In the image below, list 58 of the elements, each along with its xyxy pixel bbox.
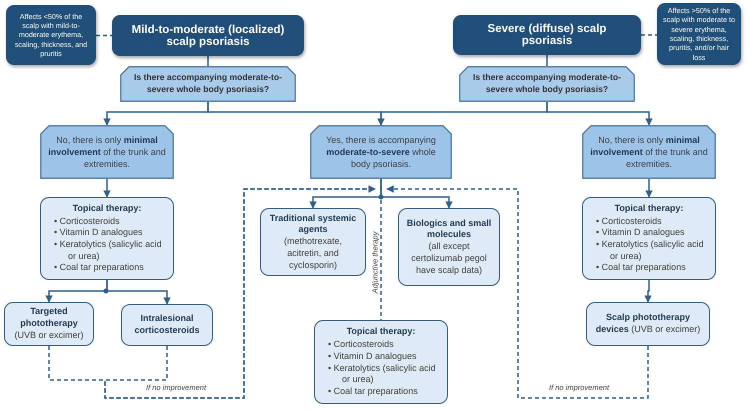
connector xyxy=(106,280,171,305)
connector xyxy=(103,179,111,198)
dashed-connector xyxy=(96,34,112,36)
list-item: • Corticosteroids xyxy=(596,216,663,228)
list-item: • Coal tar preparations xyxy=(328,386,419,398)
box-text: (methotrexate, acitretin, and cyclosporin) xyxy=(282,236,344,272)
title-box xyxy=(112,15,304,56)
box-heading: Traditional systemic agents xyxy=(268,212,358,236)
question-box xyxy=(120,66,296,102)
answer-box xyxy=(582,125,716,179)
dashed-connector xyxy=(386,185,649,399)
therapy-box xyxy=(121,304,213,346)
connector xyxy=(645,179,653,198)
box-text: No, there is only minimal involvement of the trunk and extremities. xyxy=(48,134,166,170)
connector xyxy=(644,280,652,303)
connector xyxy=(546,102,653,126)
box-heading: Targeted phototherapy xyxy=(19,306,79,330)
therapy-box xyxy=(4,302,94,346)
box-heading: Topical therapy: xyxy=(72,202,142,215)
therapy-box xyxy=(314,320,448,404)
therapy-box xyxy=(398,208,500,286)
box-text: Intralesional corticosteroids xyxy=(133,313,201,337)
dashed-connector xyxy=(380,179,382,320)
list-item: • Corticosteroids xyxy=(54,216,121,228)
connector xyxy=(207,56,209,66)
list-item: • Vitamin D analogues xyxy=(328,350,418,362)
box-text: Is there accompanying moderate-to-severe whole body psoriasis? xyxy=(472,72,622,96)
list-item: • Keratolytics (salicylic acid or urea) xyxy=(596,239,705,262)
list-item: • Coal tar preparations xyxy=(54,262,145,274)
therapy-box xyxy=(582,197,716,280)
note-box xyxy=(6,5,96,65)
dashed-connector xyxy=(641,34,657,36)
box-text: (all except certolizumab pegol have scalp data) xyxy=(410,241,488,276)
question-box xyxy=(459,66,635,102)
title-box xyxy=(453,15,641,55)
box-text: Yes, there is accompanying moderate-to-severe whole body psoriasis. xyxy=(325,134,437,170)
box-text: Mild-to-moderate (localized) scalp psoriasis xyxy=(130,24,286,48)
box-text: Is there accompanying moderate-to-severe whole body psoriasis? xyxy=(132,72,284,96)
connector xyxy=(546,55,548,66)
box-text: (UVB or excimer) xyxy=(14,330,84,342)
list-item: • Keratolytics (salicylic acid or urea) xyxy=(54,239,163,262)
dashed-connector xyxy=(104,185,376,399)
list-item: • Corticosteroids xyxy=(328,339,395,351)
list-item: • Vitamin D analogues xyxy=(54,227,144,239)
therapy-box xyxy=(260,208,366,276)
box-heading: Topical therapy: xyxy=(614,202,684,215)
therapy-box xyxy=(586,302,710,346)
list-item: • Vitamin D analogues xyxy=(596,227,686,239)
box-text: No, there is only minimal involvement of the trunk and extremities. xyxy=(590,134,708,170)
box-text: Severe (diffuse) scalp psoriasis xyxy=(486,23,608,47)
answer-box xyxy=(40,125,174,179)
box-heading: Topical therapy: xyxy=(346,326,416,338)
answer-box xyxy=(310,125,452,179)
box-heading: Biologics and small molecules xyxy=(406,218,492,242)
box-text: Scalp phototherapy devices (UVB or excimer) xyxy=(594,312,702,336)
therapy-box xyxy=(40,197,174,280)
list-item: • Keratolytics (salicylic acid or urea) xyxy=(328,362,437,386)
list-item: • Coal tar preparations xyxy=(596,262,687,274)
